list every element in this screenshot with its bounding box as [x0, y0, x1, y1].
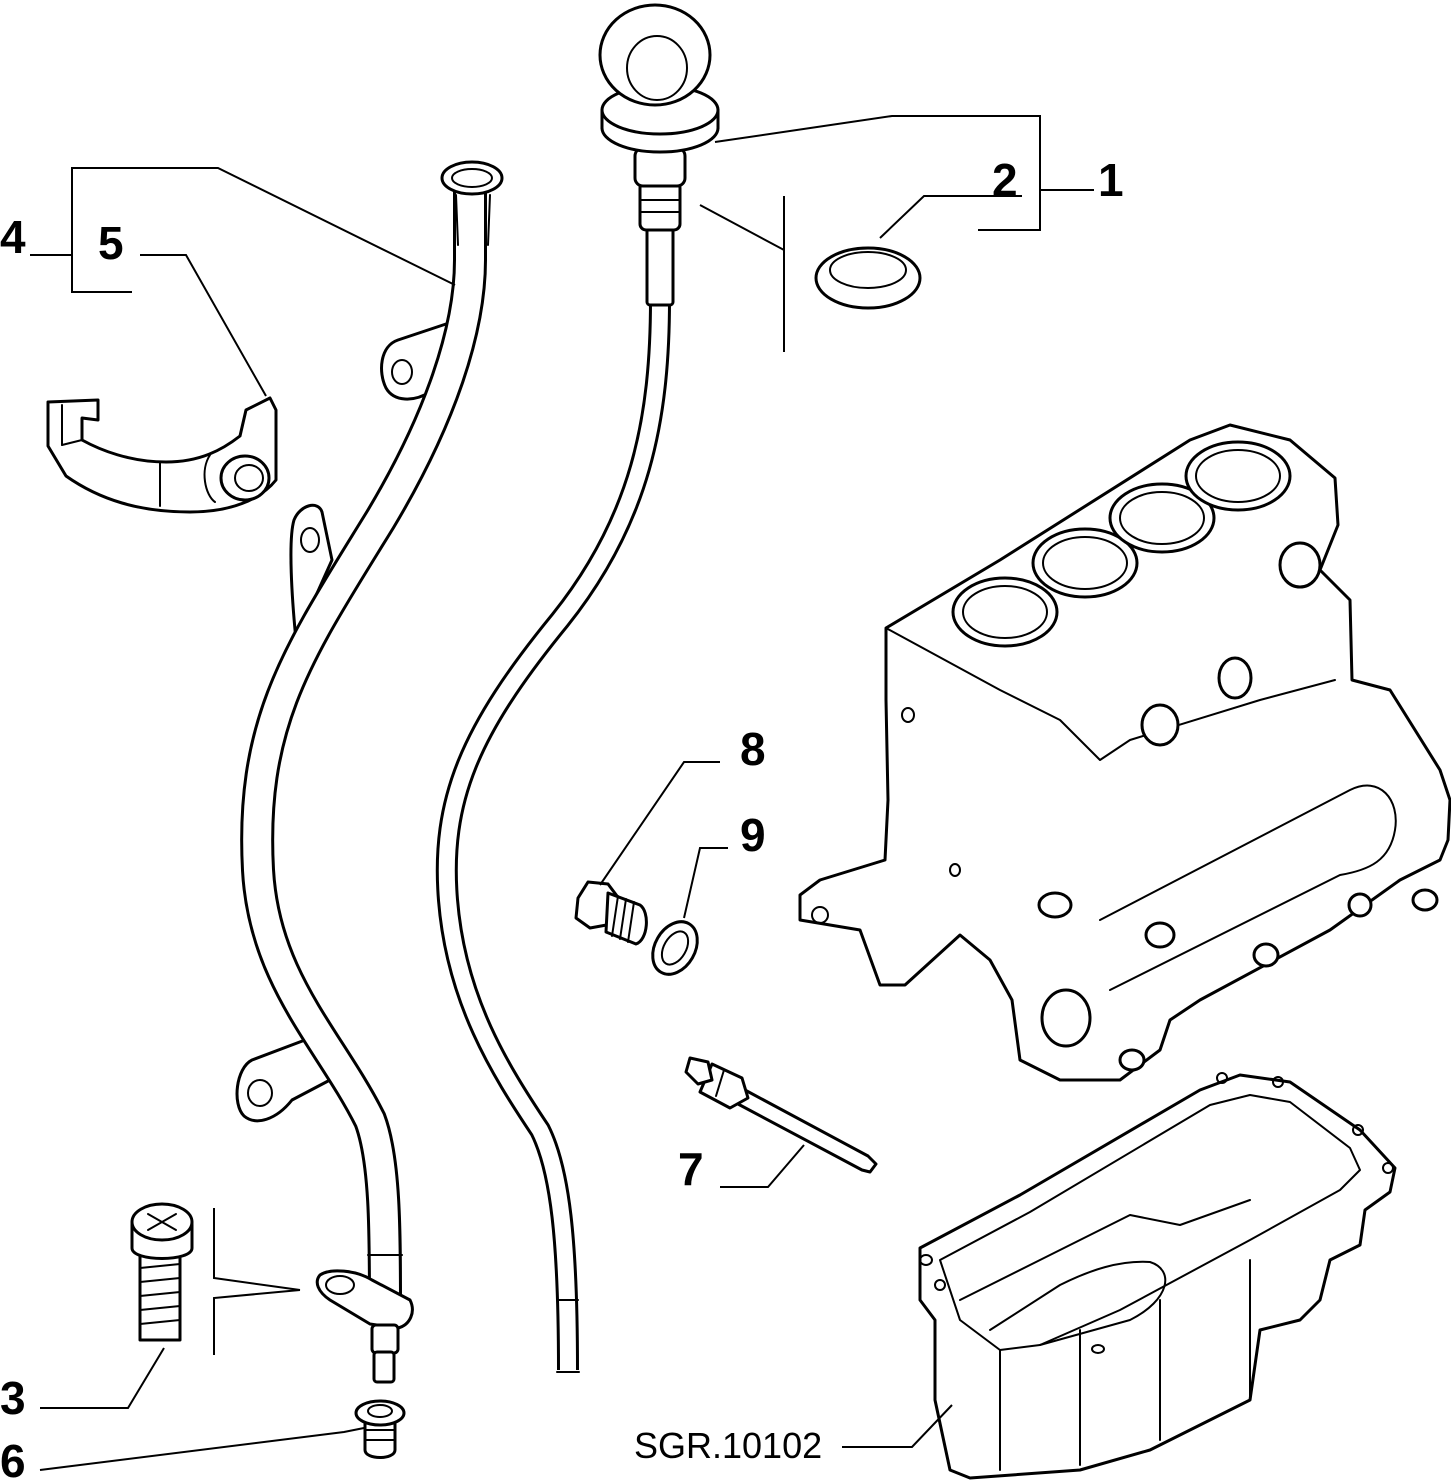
- part-4-guide-tube: [235, 160, 504, 1384]
- callout-6: 6: [0, 1435, 26, 1483]
- callout-8: 8: [740, 723, 766, 775]
- callout-1: 1: [1098, 154, 1124, 206]
- part-9-washer: [651, 920, 699, 976]
- part-5-bracket-clip: [46, 396, 278, 514]
- callout-5: 5: [98, 217, 124, 269]
- part-3-screw: [130, 1202, 194, 1342]
- callout-4: 4: [0, 211, 26, 263]
- part-2-seal-ring: [814, 246, 922, 310]
- part-6-grommet: [354, 1399, 406, 1459]
- callout-7: 7: [678, 1143, 704, 1195]
- oil-pan: [918, 1072, 1397, 1480]
- drawing-code: SGR.10102: [634, 1425, 822, 1466]
- callout-labels: 1 2 3 4 5 6 7 8 9 SGR.10102: [0, 154, 1124, 1483]
- part-7-oil-level-sensor: [684, 1056, 878, 1174]
- part-1-dipstick: [435, 3, 720, 1373]
- leader-lines: [30, 115, 1094, 1471]
- engine-block: [798, 423, 1451, 1082]
- callout-9: 9: [740, 809, 766, 861]
- callout-3: 3: [0, 1372, 26, 1424]
- callout-2: 2: [992, 154, 1018, 206]
- part-8-drain-plug: [574, 880, 648, 946]
